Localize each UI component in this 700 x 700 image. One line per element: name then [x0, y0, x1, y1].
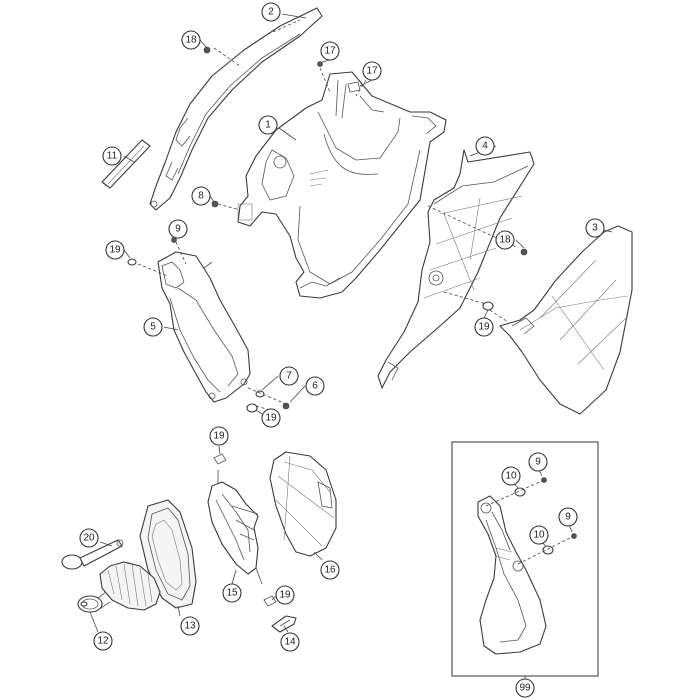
- callout-2-label: 2: [268, 7, 274, 18]
- callout-12-label: 12: [97, 636, 109, 647]
- callout-17-right: 17: [362, 61, 382, 81]
- callout-19-filter-top: 19: [209, 426, 229, 446]
- assembly-lines: [137, 47, 519, 411]
- kit-99-box: [451, 441, 599, 682]
- part-16-filter-cover: [269, 451, 337, 557]
- callout-10-kit-top-label: 10: [505, 471, 517, 482]
- callout-9-frame: 9: [168, 219, 188, 239]
- callout-8-label: 8: [198, 191, 204, 202]
- callout-6-label: 6: [312, 381, 318, 392]
- hose-clamp: [80, 601, 88, 607]
- callout-99-label: 99: [519, 683, 531, 694]
- callout-20: 20: [79, 528, 99, 548]
- callout-1-label: 1: [265, 120, 271, 131]
- callout-13: 13: [180, 616, 200, 636]
- callout-19-filter-mid: 19: [275, 585, 295, 605]
- part-2-side-strip: [149, 7, 323, 211]
- callout-17-left: 17: [320, 41, 340, 61]
- part-5-frame: [157, 251, 251, 403]
- callout-19-left-label: 19: [109, 245, 121, 256]
- part-15-filter-cage: [207, 470, 263, 585]
- callout-17-right-label: 17: [366, 66, 378, 77]
- callout-10-kit-top: 10: [501, 466, 521, 486]
- callout-9-frame-label: 9: [175, 224, 181, 235]
- callout-19-right: 19: [474, 317, 494, 337]
- callout-15: 15: [222, 583, 242, 603]
- callout-18-top: 18: [181, 30, 201, 50]
- callout-16: 16: [320, 560, 340, 580]
- callout-8: 8: [191, 186, 211, 206]
- callout-10-kit-bottom-label: 10: [533, 530, 545, 541]
- callout-1: 1: [258, 115, 278, 135]
- bushing-19-right: [482, 301, 494, 311]
- callout-11: 11: [102, 146, 122, 166]
- callout-2: 2: [261, 2, 281, 22]
- screw-18-top: [203, 46, 211, 54]
- callout-3-label: 3: [592, 223, 598, 234]
- callout-19-left: 19: [105, 240, 125, 260]
- part-14-clip: [271, 615, 297, 633]
- hardware-fasteners: [80, 46, 528, 607]
- clip-19-top: [213, 453, 227, 465]
- callout-19-lower-label: 19: [265, 413, 277, 424]
- callout-13-label: 13: [184, 621, 196, 632]
- callout-20-label: 20: [83, 533, 95, 544]
- kit-screw-9-top: [541, 477, 547, 483]
- callout-15-label: 15: [226, 588, 238, 599]
- callout-6: 6: [305, 376, 325, 396]
- washer-7: [255, 390, 265, 398]
- callout-12: 12: [93, 631, 113, 651]
- screw-8: [211, 200, 219, 208]
- bushing-19-lower: [246, 403, 258, 413]
- clip-19-mid: [263, 595, 277, 607]
- callout-9-kit-bottom-label: 9: [565, 512, 571, 523]
- callout-5-label: 5: [150, 322, 156, 333]
- callout-19-right-label: 19: [478, 322, 490, 333]
- callout-9-kit-top-label: 9: [535, 457, 541, 468]
- callout-4: 4: [475, 136, 495, 156]
- callout-5: 5: [143, 317, 163, 337]
- callout-16-label: 16: [324, 565, 336, 576]
- callout-18-top-label: 18: [185, 35, 197, 46]
- callout-18-right-label: 18: [499, 235, 511, 246]
- callout-4-label: 4: [482, 141, 488, 152]
- callout-18-right: 18: [495, 230, 515, 250]
- callout-7-label: 7: [286, 371, 292, 382]
- screw-6: [282, 402, 290, 410]
- callout-17-left-label: 17: [324, 46, 336, 57]
- part-3-side-panel: [499, 225, 633, 415]
- callout-99: 99: [515, 678, 535, 698]
- callout-11-label: 11: [107, 151, 118, 162]
- part-20-plug: [61, 539, 124, 570]
- callout-14: 14: [280, 632, 300, 652]
- callout-9-kit-bottom: 9: [558, 507, 578, 527]
- part-4-side-panel: [377, 149, 535, 389]
- bushing-19-left: [127, 258, 137, 266]
- callout-7: 7: [279, 366, 299, 386]
- screw-17-left: [317, 61, 323, 67]
- callout-19-filter-top-label: 19: [213, 431, 225, 442]
- callout-19-lower: 19: [261, 408, 281, 428]
- callout-14-label: 14: [284, 637, 296, 648]
- callout-10-kit-bottom: 10: [529, 525, 549, 545]
- part-11-sticker: [101, 139, 151, 189]
- callout-9-kit-top: 9: [528, 452, 548, 472]
- callout-19-filter-mid-label: 19: [279, 590, 291, 601]
- callout-3: 3: [585, 218, 605, 238]
- screw-18-right: [520, 248, 528, 256]
- kit-washer-10-bottom: [542, 545, 554, 555]
- part-1-airbox: [237, 71, 447, 299]
